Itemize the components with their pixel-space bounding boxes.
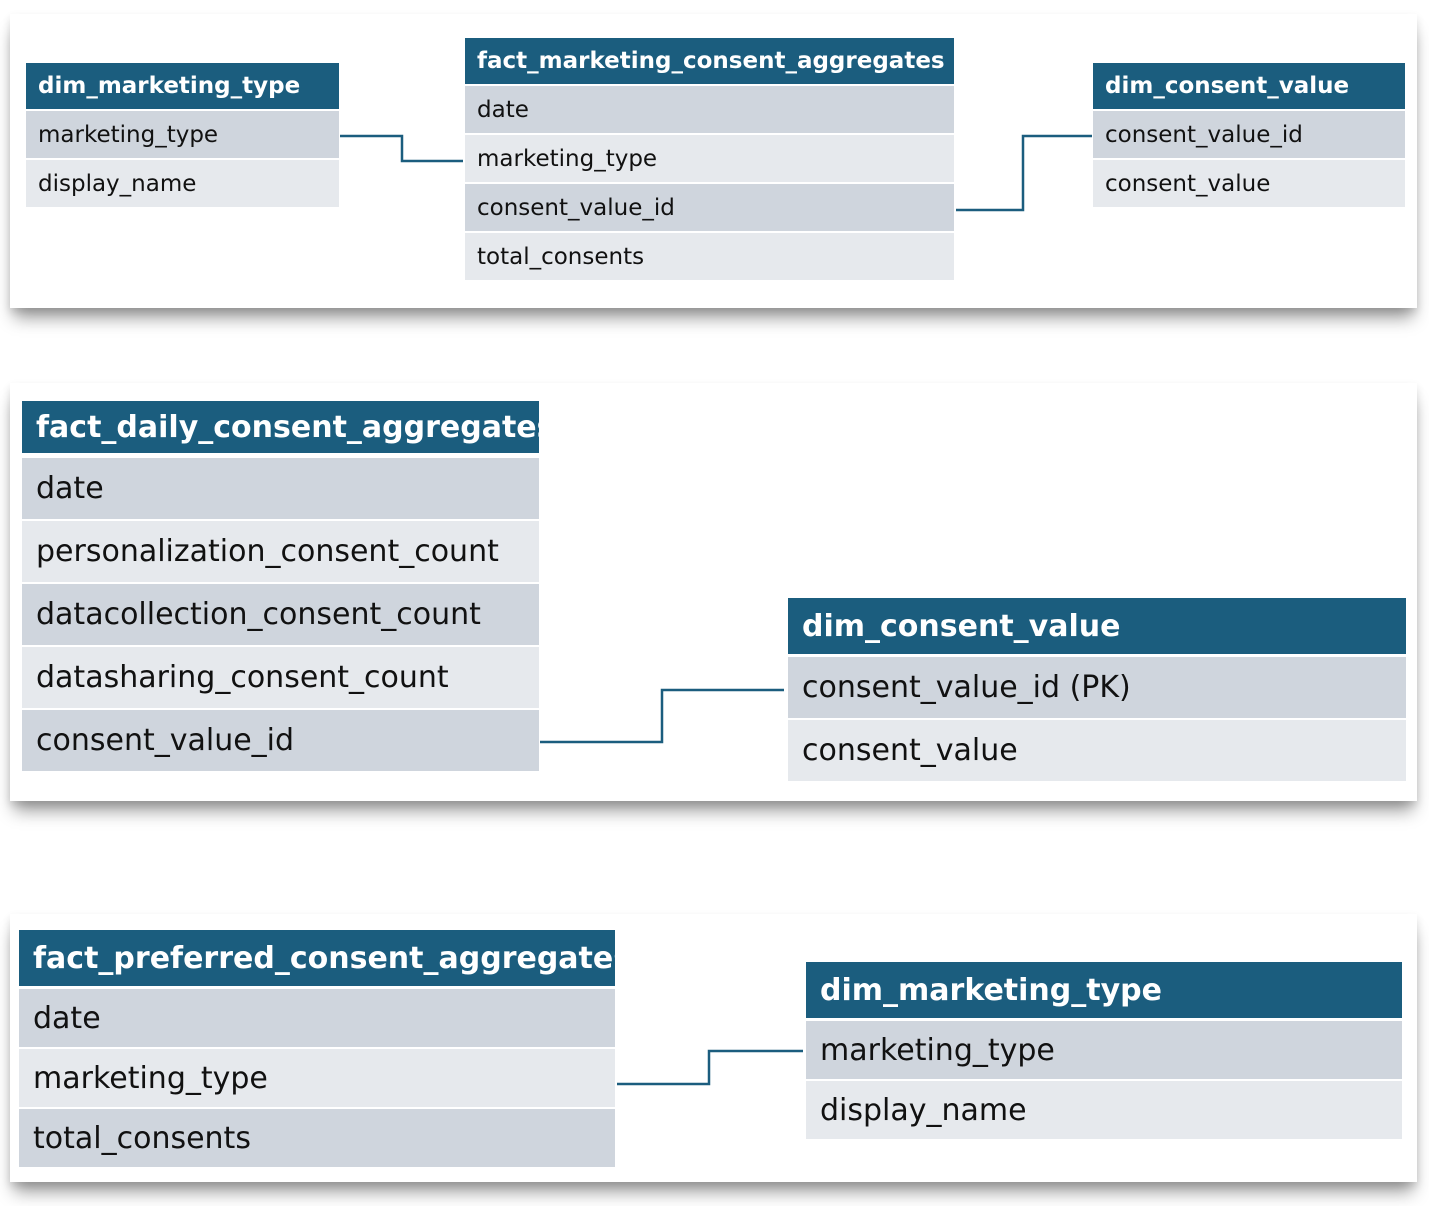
table-field-total-consents: total_consents [465, 233, 954, 280]
table-field-display-name: display_name [806, 1081, 1402, 1139]
table-dim-marketing-type: dim_marketing_type marketing_type displa… [26, 63, 339, 207]
table-field-datacollection-consent-count: datacollection_consent_count [22, 584, 539, 645]
table-fact-preferred-consent-aggregates: fact_preferred_consent_aggregates date m… [19, 930, 631, 1167]
table-field-datasharing-consent-count: datasharing_consent_count [22, 647, 539, 708]
table-field-date: date [19, 989, 615, 1047]
table-fact-marketing-consent-aggregates: fact_marketing_consent_aggregates date m… [465, 38, 954, 280]
table-field-consent-value: consent_value [1093, 160, 1405, 207]
table-field-marketing-type: marketing_type [465, 135, 954, 182]
table-header: dim_consent_value [1093, 63, 1405, 109]
table-header: dim_consent_value [788, 598, 1406, 654]
table-field-personalization-consent-count: personalization_consent_count [22, 521, 539, 582]
table-field-marketing-type: marketing_type [19, 1049, 615, 1107]
table-field-total-consents: total_consents [19, 1109, 615, 1167]
table-dim-consent-value: dim_consent_value consent_value_id (PK) … [788, 598, 1406, 781]
table-field-consent-value-id: consent_value_id [1093, 111, 1405, 158]
table-header: fact_preferred_consent_aggregates [19, 930, 631, 986]
table-header: dim_marketing_type [26, 63, 339, 109]
table-field-consent-value-id: consent_value_id [22, 710, 539, 771]
table-field-consent-value-id-pk: consent_value_id (PK) [788, 657, 1406, 718]
table-field-date: date [22, 458, 539, 519]
table-field-consent-value-id: consent_value_id [465, 184, 954, 231]
table-field-marketing-type: marketing_type [806, 1021, 1402, 1079]
table-field-date: date [465, 86, 954, 133]
table-header: dim_marketing_type [806, 962, 1402, 1018]
table-field-display-name: display_name [26, 160, 339, 207]
table-header: fact_marketing_consent_aggregates [465, 38, 954, 84]
table-field-marketing-type: marketing_type [26, 111, 339, 158]
table-dim-marketing-type: dim_marketing_type marketing_type displa… [806, 962, 1402, 1139]
table-fact-daily-consent-aggregates: fact_daily_consent_aggregates date perso… [22, 401, 555, 771]
table-dim-consent-value: dim_consent_value consent_value_id conse… [1093, 63, 1405, 207]
table-header: fact_daily_consent_aggregates [22, 401, 555, 453]
table-field-consent-value: consent_value [788, 720, 1406, 781]
